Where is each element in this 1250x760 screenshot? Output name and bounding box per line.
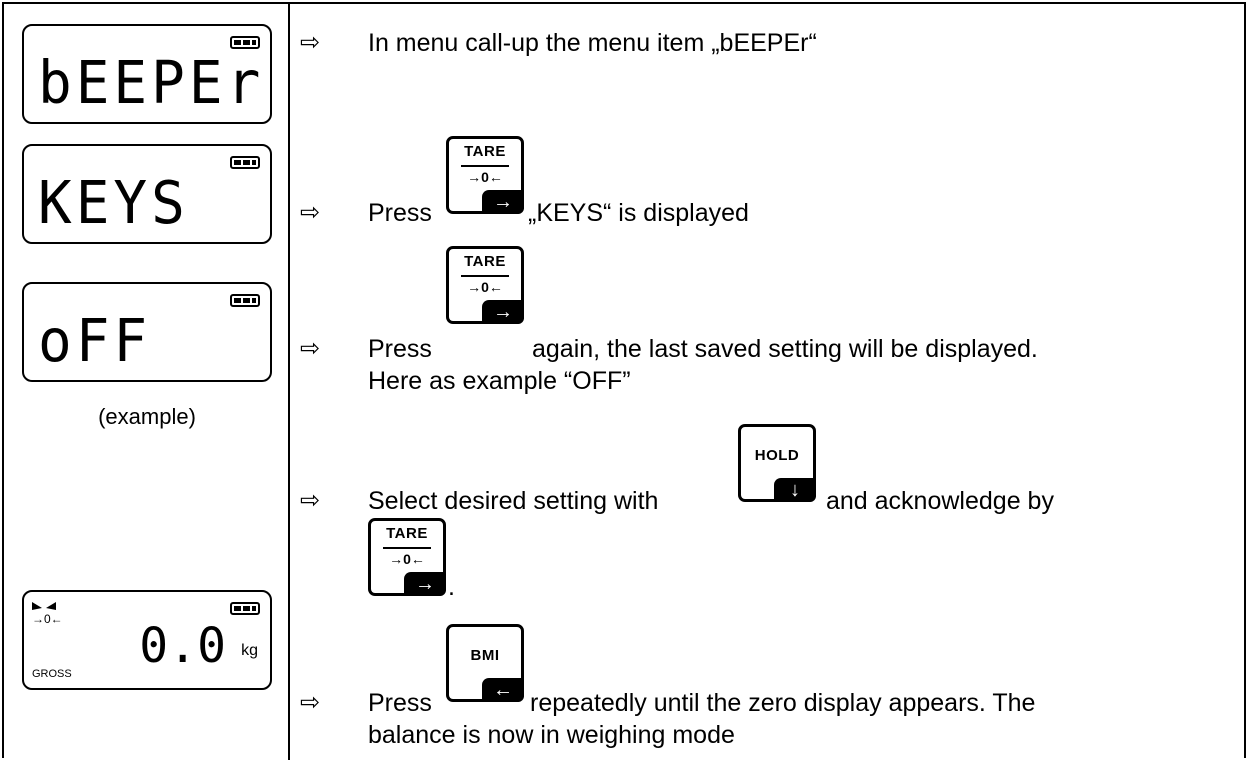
battery-icon [230, 294, 260, 307]
battery-icon [230, 156, 260, 169]
step-4-text-a: Select desired setting with [368, 487, 659, 515]
step-5-press: Press [368, 689, 432, 717]
lcd-display-keys: KEYS [22, 144, 272, 244]
step-3-text-a: again, the last saved setting will be di… [532, 335, 1038, 363]
tare-key-icon: TARE →0← → [368, 518, 446, 596]
lcd-display-off: oFF [22, 282, 272, 382]
battery-icon [230, 602, 260, 615]
tare-key-icon: TARE →0← → [446, 246, 524, 324]
weight-value: 0.0 [139, 618, 226, 674]
step-arrow-icon: ⇨ [300, 487, 321, 514]
step-4-text-b: and acknowledge by [826, 487, 1054, 515]
hold-key-icon: HOLD ↓ [738, 424, 816, 502]
step-3-press: Press [368, 335, 432, 363]
step-arrow-icon: ⇨ [300, 199, 321, 226]
step-arrow-icon: ⇨ [300, 689, 321, 716]
lcd-text: bEEPEr [38, 49, 265, 118]
weight-unit: kg [241, 642, 258, 659]
step-5-text-a: repeatedly until the zero display appear… [530, 689, 1036, 717]
step-2-text: „KEYS“ is displayed [528, 199, 749, 227]
tare-key-icon: TARE →0← → [446, 136, 524, 214]
step-2-press: Press [368, 199, 432, 227]
step-1-text: In menu call-up the menu item „bEEPEr“ [368, 29, 817, 57]
step-3-text-b: Here as example “OFF” [368, 367, 631, 395]
lcd-display-beeper: bEEPEr [22, 24, 272, 124]
battery-icon [230, 36, 260, 49]
stability-icon [32, 602, 56, 610]
lcd-text: oFF [38, 307, 152, 376]
column-divider [288, 2, 290, 760]
step-5-text-b: balance is now in weighing mode [368, 721, 735, 749]
zero-symbol: →0← [32, 612, 63, 626]
lcd-text: KEYS [38, 169, 189, 238]
step-4-end: . [448, 573, 455, 601]
step-arrow-icon: ⇨ [300, 29, 321, 56]
lcd-display-zero: →0← 0.0 kg GROSS [22, 590, 272, 690]
gross-label: GROSS [32, 668, 72, 680]
step-arrow-icon: ⇨ [300, 335, 321, 362]
example-caption: (example) [98, 404, 196, 429]
bmi-key-icon: BMI ← [446, 624, 524, 702]
